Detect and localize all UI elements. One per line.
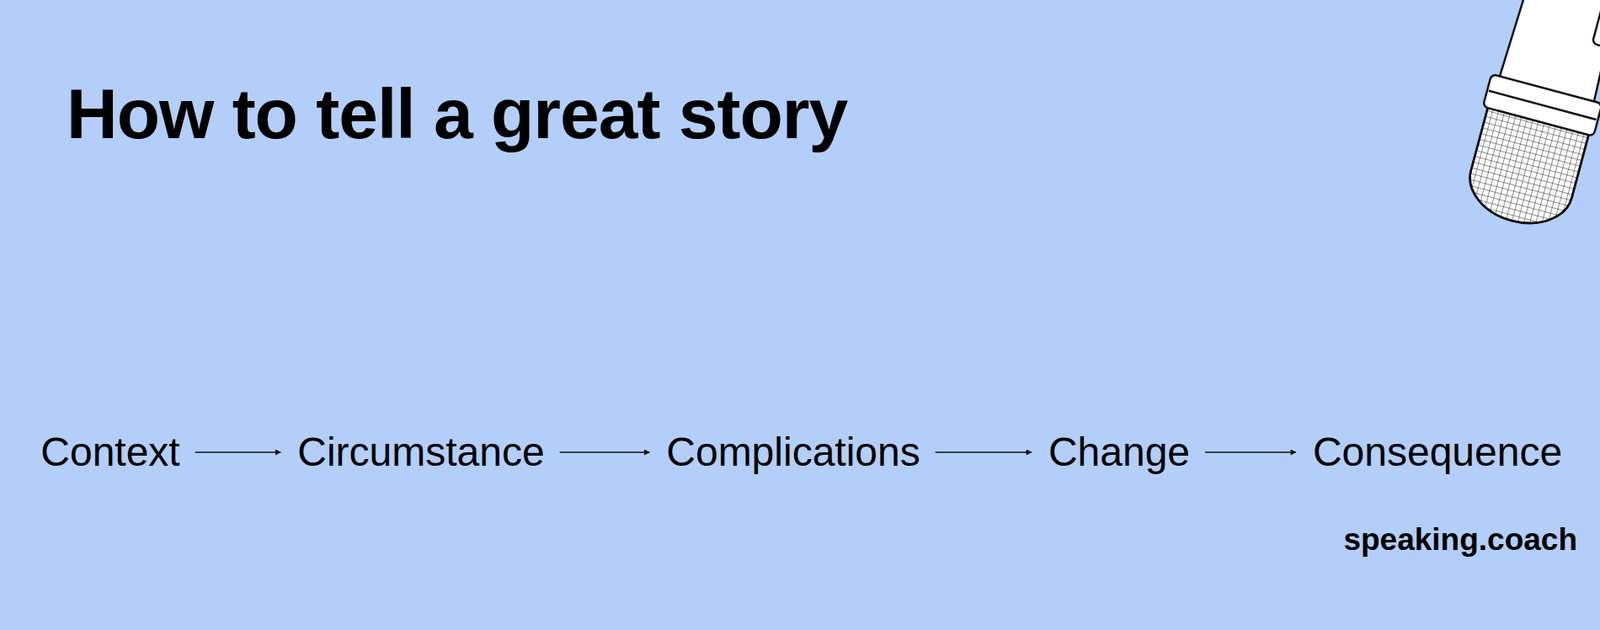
- story-step: Consequence: [1307, 424, 1568, 480]
- step-label: Circumstance: [297, 427, 544, 477]
- step-label: Change: [1048, 427, 1190, 477]
- microphone: [1455, 0, 1600, 243]
- step-label: Context: [40, 427, 180, 477]
- mic-band: [1482, 74, 1600, 137]
- flow-arrow: [560, 451, 651, 454]
- flow-arrow: [935, 451, 1032, 454]
- story-step: Context: [35, 424, 185, 480]
- step-label: Complications: [666, 427, 920, 477]
- story-step: Circumstance: [292, 424, 550, 480]
- story-step: Change: [1043, 424, 1195, 480]
- flow-arrow: [1205, 451, 1296, 454]
- mount-clamp: [1592, 0, 1600, 54]
- flow-arrow: [195, 451, 282, 454]
- step-label: Consequence: [1312, 427, 1563, 477]
- brand-label: speaking.coach: [1343, 523, 1578, 555]
- story-step: Complications: [661, 424, 925, 480]
- title: How to tell a great story: [66, 78, 848, 150]
- band-line: [1488, 90, 1597, 120]
